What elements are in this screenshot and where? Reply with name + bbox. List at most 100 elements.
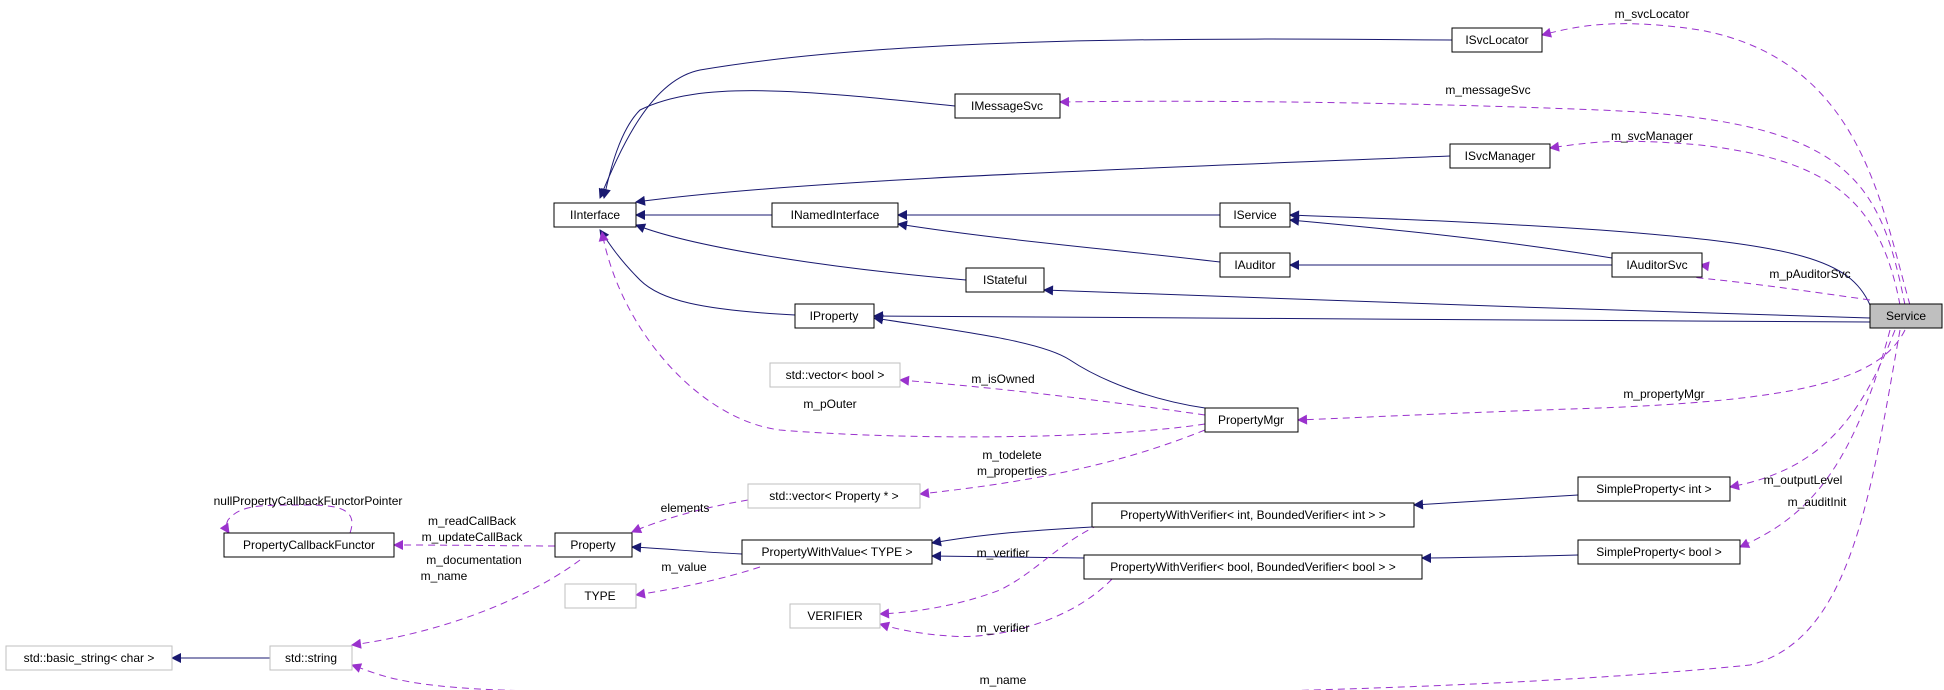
inherit-edge-isvcmanager-iinterface [635,155,1451,206]
inherit-edge-isvclocator-iinterface [598,38,1453,199]
svg-text:PropertyWithVerifier< int, Bou: PropertyWithVerifier< int, BoundedVerifi… [1120,508,1385,522]
svg-text:SimpleProperty< bool >: SimpleProperty< bool > [1596,545,1721,559]
node-basic-string[interactable]: std::basic_string< char > [5,645,173,671]
inherit-edge-iauditorsvc-iservice [1289,215,1613,259]
inherit-edge-iauditor-inamedinterface [897,220,1221,263]
node-iauditor[interactable]: IAuditor [1219,252,1291,278]
node-iinterface[interactable]: IInterface [553,202,637,228]
use-edge-m-outputlevel [1729,329,1896,491]
node-type[interactable]: TYPE [564,583,637,609]
inherit-edge-propertymgr-iproperty [873,314,1206,409]
svg-text:TYPE: TYPE [584,589,615,603]
svg-text:PropertyMgr: PropertyMgr [1218,413,1284,427]
label-m-todelete: m_todelete [982,448,1042,462]
use-edge-m-documentation-name [351,559,581,649]
use-edge-elements [631,499,749,534]
label-m-outputlevel: m_outputLevel [1764,473,1843,487]
use-edge-m-verifier-int [879,519,1111,619]
use-edge-m-verifier-bool [879,569,1121,637]
node-iproperty[interactable]: IProperty [794,303,875,329]
use-edge-m-value [635,566,761,599]
node-isvcmanager[interactable]: ISvcManager [1449,143,1551,169]
label-m-updatecallback: m_updateCallBack [422,530,524,544]
label-m-name-service: m_name [980,673,1027,687]
svg-text:PropertyCallbackFunctor: PropertyCallbackFunctor [243,538,375,552]
label-m-svcmanager: m_svcManager [1611,129,1693,143]
label-m-auditinit: m_auditInit [1788,495,1847,509]
svg-text:INamedInterface: INamedInterface [791,208,880,222]
svg-text:IProperty: IProperty [810,309,859,323]
node-simpleproperty-bool[interactable]: SimpleProperty< bool > [1577,539,1741,565]
use-edge-m-propertymgr [1297,329,1906,425]
svg-text:ISvcLocator: ISvcLocator [1465,33,1528,47]
use-edge-m-pouter [598,231,1206,438]
inherit-edge-propertywithverifier-int-propertywithvalue [931,526,1093,547]
svg-text:IMessageSvc: IMessageSvc [971,99,1043,113]
svg-text:IStateful: IStateful [983,273,1027,287]
node-imessagesvc[interactable]: IMessageSvc [954,93,1061,119]
node-propertywithverifier-int[interactable]: PropertyWithVerifier< int, BoundedVerifi… [1091,502,1415,528]
node-property[interactable]: Property [554,532,633,558]
label-m-isowned: m_isOwned [971,372,1034,386]
node-istateful[interactable]: IStateful [965,267,1045,293]
svg-text:Property: Property [570,538,615,552]
inherit-edge-iproperty-iinterface [599,229,796,316]
node-isvclocator[interactable]: ISvcLocator [1451,27,1543,53]
label-m-readcallback: m_readCallBack [428,514,517,528]
node-iservice[interactable]: IService [1219,202,1291,228]
label-m-pouter: m_pOuter [803,397,856,411]
use-edge-m-properties [919,429,1206,499]
label-m-value: m_value [661,560,707,574]
inherit-edge-istateful-iinterface [635,223,967,281]
svg-text:SimpleProperty< int >: SimpleProperty< int > [1596,482,1711,496]
inherit-edge-propertywithvalue-property [631,542,743,555]
inherit-edge-simpleproperty-bool-propertywithverifier-bool [1421,552,1579,563]
svg-text:std::string: std::string [285,651,337,665]
inherit-edge-propertywithverifier-bool-propertywithvalue [931,551,1085,562]
use-edge-m-messagesvc [1059,96,1906,306]
inherit-edge-service-iproperty [873,311,1871,323]
label-m-properties: m_properties [977,464,1047,478]
label-m-name-property: m_name [421,569,468,583]
label-m-pauditorsvc: m_pAuditorSvc [1769,267,1850,281]
use-edge-m-svclocator [1541,23,1911,306]
use-edge-m-callbacks [393,540,556,551]
node-propertymgr[interactable]: PropertyMgr [1204,407,1299,433]
inherit-edge-imessagesvc-iinterface [600,90,956,199]
label-nullpropertycallbackfunctorpointer: nullPropertyCallbackFunctorPointer [214,494,403,508]
node-vector-bool[interactable]: std::vector< bool > [769,362,901,388]
svg-text:IInterface: IInterface [570,208,620,222]
node-propertywithverifier-bool[interactable]: PropertyWithVerifier< bool, BoundedVerif… [1083,554,1423,580]
svg-text:std::basic_string< char >: std::basic_string< char > [24,651,155,665]
node-std-string[interactable]: std::string [269,645,353,671]
node-inamedinterface[interactable]: INamedInterface [771,202,899,228]
node-propertywithvalue[interactable]: PropertyWithValue< TYPE > [741,539,933,565]
svg-text:std::vector< bool >: std::vector< bool > [786,368,885,382]
svg-text:VERIFIER: VERIFIER [807,609,863,623]
svg-text:IService: IService [1233,208,1277,222]
label-m-messagesvc: m_messageSvc [1445,83,1530,97]
use-edge-nullpropertycallbackfunctorpointer [219,504,353,534]
node-vector-property[interactable]: std::vector< Property * > [747,483,921,509]
use-edge-m-svcmanager [1549,140,1901,306]
svg-text:IAuditor: IAuditor [1234,258,1275,272]
use-edge-m-pauditorsvc [1693,261,1871,301]
svg-text:PropertyWithValue< TYPE >: PropertyWithValue< TYPE > [762,545,913,559]
node-simpleproperty-int[interactable]: SimpleProperty< int > [1577,476,1731,502]
svg-text:std::vector< Property * >: std::vector< Property * > [769,489,898,503]
inherit-edge-simpleproperty-int-propertywithverifier-int [1413,494,1579,510]
label-m-documentation: m_documentation [426,553,521,567]
svg-text:ISvcManager: ISvcManager [1465,149,1536,163]
use-edge-m-isowned [899,375,1206,416]
label-m-verifier-bool: m_verifier [977,621,1030,635]
node-propertycallbackfunctor[interactable]: PropertyCallbackFunctor [223,532,395,558]
node-iauditorsvc[interactable]: IAuditorSvc [1611,252,1703,278]
use-edge-m-auditinit [1739,329,1891,548]
svg-text:Service: Service [1886,309,1926,323]
node-verifier[interactable]: VERIFIER [789,603,881,629]
label-m-verifier-int: m_verifier [977,546,1030,560]
inherit-edge-service-istateful [1043,285,1871,319]
node-service[interactable]: Service [1869,303,1943,329]
svg-text:PropertyWithVerifier< bool, Bo: PropertyWithVerifier< bool, BoundedVerif… [1110,560,1396,574]
